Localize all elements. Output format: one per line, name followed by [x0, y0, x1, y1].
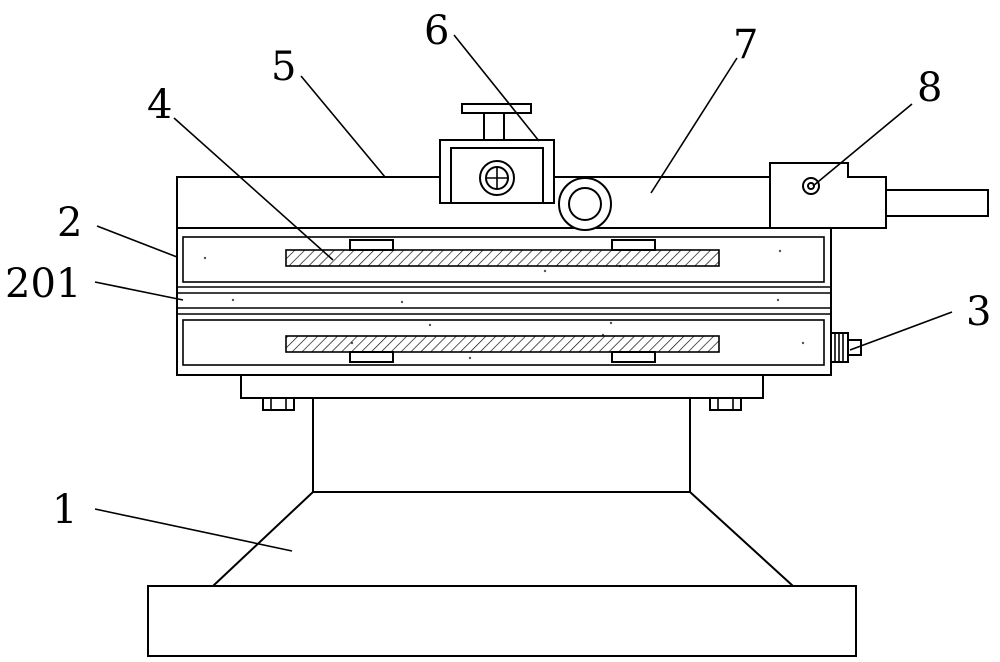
callout-4: 4: [147, 82, 172, 128]
leader-6: [453, 34, 540, 142]
lower-pad-left: [349, 351, 394, 363]
screw-stem: [483, 111, 505, 141]
leader-lines: [94, 34, 953, 552]
base-pedestal-taper: [210, 491, 796, 587]
leader-5: [300, 75, 386, 178]
leader-8: [812, 103, 913, 187]
upper-clamp-strip: [285, 249, 720, 267]
mounting-bolts: [262, 397, 742, 411]
roller-wheel: [558, 177, 612, 231]
bar-end-step: [769, 162, 887, 229]
upper-chamber: [182, 236, 825, 283]
leader-2: [96, 225, 178, 258]
callout-1: 1: [52, 487, 77, 533]
lower-clamp-strip: [285, 335, 720, 353]
top-slide-bar: [176, 162, 989, 231]
leader-1: [94, 508, 293, 552]
leader-201: [94, 281, 184, 301]
callout-labels: 1 2 201 3 4 5 6 7 8: [5, 8, 991, 533]
upper-pad-left: [349, 239, 394, 251]
extension-rod: [885, 189, 989, 217]
callout-5: 5: [271, 44, 296, 90]
callout-8: 8: [917, 65, 942, 111]
callout-6: 6: [424, 8, 449, 54]
bolt-right: [709, 397, 742, 411]
upper-pad-right: [611, 239, 656, 251]
side-adjust-knob: [830, 332, 862, 363]
screw-handle: [461, 103, 532, 114]
lower-chamber: [182, 319, 825, 366]
leader-7: [650, 57, 738, 194]
crosshair-screw-icon: [479, 160, 515, 196]
base-column: [312, 395, 691, 493]
base-plate: [147, 585, 857, 657]
callout-3: 3: [966, 289, 991, 335]
callout-7: 7: [733, 22, 758, 68]
lower-pad-right: [611, 351, 656, 363]
pin-hole-icon: [802, 177, 820, 195]
mounting-flange: [240, 372, 764, 399]
center-plate: [177, 286, 831, 315]
base-stand: [147, 372, 857, 657]
leader-4: [173, 117, 334, 261]
clamp-block: [439, 103, 555, 204]
clamp-strips: [285, 239, 720, 363]
callout-201: 201: [5, 261, 81, 307]
leader-3: [849, 311, 953, 351]
bolt-left: [262, 397, 295, 411]
callout-2: 2: [57, 200, 82, 246]
